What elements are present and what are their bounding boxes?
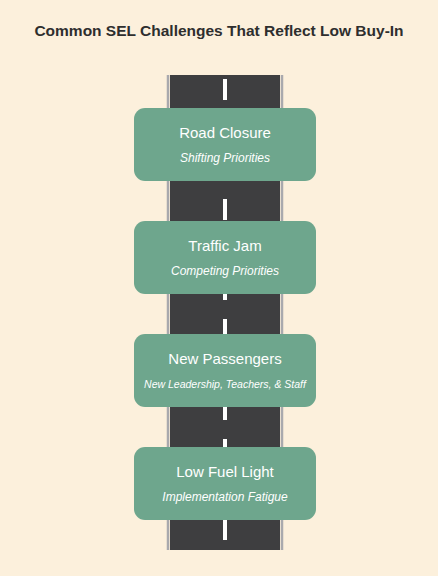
- challenge-box: Traffic JamCompeting Priorities: [134, 221, 316, 294]
- challenge-subtitle: Implementation Fatigue: [162, 490, 287, 505]
- challenge-box: New PassengersNew Leadership, Teachers, …: [134, 334, 316, 407]
- challenge-subtitle: New Leadership, Teachers, & Staff: [144, 377, 306, 392]
- challenge-heading: Traffic Jam: [188, 237, 261, 255]
- challenge-box: Road ClosureShifting Priorities: [134, 108, 316, 181]
- challenge-heading: New Passengers: [168, 350, 281, 368]
- challenge-heading: Low Fuel Light: [176, 463, 274, 481]
- challenge-heading: Road Closure: [179, 124, 271, 142]
- challenge-box: Low Fuel LightImplementation Fatigue: [134, 447, 316, 520]
- challenge-subtitle: Competing Priorities: [171, 264, 279, 279]
- challenge-subtitle: Shifting Priorities: [180, 151, 270, 166]
- diagram-title: Common SEL Challenges That Reflect Low B…: [0, 22, 438, 40]
